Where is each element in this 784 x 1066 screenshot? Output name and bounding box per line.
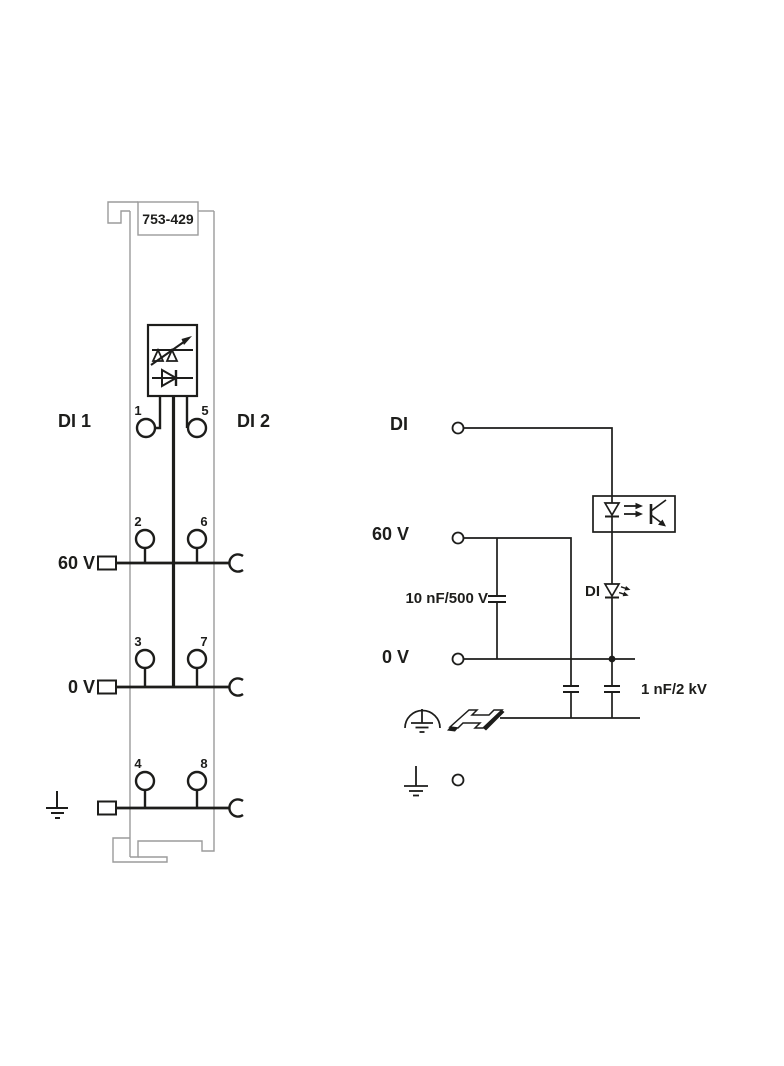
rail-60v-connector-icon [97, 555, 117, 571]
wire-di-input [463, 427, 613, 496]
module-housing-outline [107, 201, 215, 863]
schematic-0v-terminal [451, 652, 465, 666]
optocoupler-icon [592, 495, 676, 533]
filter-cap-label: 10 nF/500 V [405, 590, 488, 607]
channel-di2-label: DI 2 [237, 411, 270, 431]
terminal-numbers: 1 5 2 6 3 7 4 8 [134, 403, 208, 771]
terminal-2 [134, 528, 156, 550]
terminal-2-number: 2 [134, 514, 141, 529]
equivalent-circuit-schematic: DI 60 V 0 V 10 nF/500 V DI 1 nF/2 kV [372, 414, 707, 797]
wire-box-to-terminal-1 [155, 396, 162, 430]
module-0v-label: 0 V [68, 677, 95, 697]
rail-0v-connector-icon [97, 679, 117, 695]
part-number-box [137, 201, 199, 236]
light-arrows-icon [624, 502, 643, 518]
suppressor-icon [150, 336, 193, 366]
diode-icon [152, 368, 193, 388]
phototransistor-icon [649, 499, 667, 527]
optocoupler-box [592, 495, 676, 533]
schematic-0v-label: 0 V [382, 647, 409, 667]
io-module-drawing: 753-429 [46, 201, 270, 863]
din-rail-icon [447, 709, 505, 732]
schematic-di-label: DI [390, 414, 408, 434]
surge-capacitor-60v-icon [563, 685, 579, 718]
functional-earth-icon [404, 766, 428, 797]
earth-rail [46, 790, 244, 819]
supply-60v-rail [97, 548, 244, 573]
module-60v-label: 60 V [58, 553, 95, 573]
rail-earth-clamp-icon [228, 798, 244, 818]
terminal-7-number: 7 [200, 634, 207, 649]
wire-60v [463, 537, 572, 686]
surge-protection-box [146, 323, 199, 398]
terminal-5 [186, 417, 208, 439]
status-led-icon [603, 583, 631, 599]
terminal-1-number: 1 [134, 403, 141, 418]
housing-bottom-foot [112, 837, 168, 863]
schematic-60v-label: 60 V [372, 524, 409, 544]
terminal-4-number: 4 [134, 756, 142, 771]
terminal-3 [134, 648, 156, 670]
module-internal-wiring [155, 396, 189, 687]
housing-top-left-hook [107, 201, 138, 224]
terminal-8-number: 8 [200, 756, 207, 771]
surge-capacitor-0v-icon [604, 659, 620, 718]
zero-volt-rail [97, 668, 244, 697]
terminal-5-number: 5 [201, 403, 208, 418]
terminal-4 [134, 770, 156, 792]
protective-earth-icon [404, 709, 441, 733]
schematic-spare-terminal [451, 773, 465, 787]
terminal-7 [186, 648, 208, 670]
rail-earth-connector-icon [97, 800, 117, 816]
filter-capacitor-icon [488, 538, 506, 659]
schematic-60v-terminal [451, 531, 465, 545]
schematic-di-terminal [451, 421, 465, 435]
surge-cap-label: 1 nF/2 kV [641, 681, 707, 698]
rail-0v-clamp-icon [228, 677, 244, 697]
channel-di1-label: DI 1 [58, 411, 91, 431]
terminal-1 [135, 417, 157, 439]
rail-60v-clamp-icon [228, 553, 244, 573]
terminal-8 [186, 770, 208, 792]
terminal-3-number: 3 [134, 634, 141, 649]
status-led-label: DI [585, 583, 600, 600]
terminal-6-number: 6 [200, 514, 207, 529]
terminal-contacts [134, 417, 208, 792]
terminal-6 [186, 528, 208, 550]
part-number-label: 753-429 [142, 211, 194, 227]
earth-ground-icon [46, 791, 68, 819]
